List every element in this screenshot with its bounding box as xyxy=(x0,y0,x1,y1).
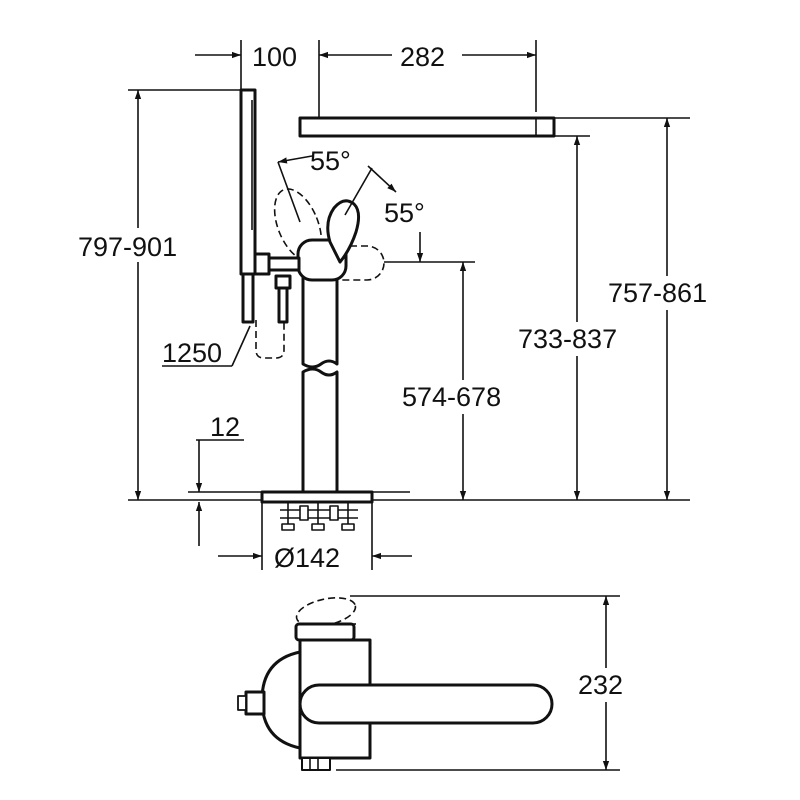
dim-hose-length: 1250 xyxy=(162,325,251,368)
label-hose-length: 1250 xyxy=(162,338,222,368)
dim-angle-lower: 55° xyxy=(344,165,425,228)
label-overall-height: 797-901 xyxy=(78,232,177,262)
dim-spout-top-height: 757-861 xyxy=(554,117,724,500)
label-spout-outlet-height: 733-837 xyxy=(518,324,617,354)
plan-lever xyxy=(294,622,356,642)
label-spout-projection: 282 xyxy=(400,42,445,72)
label-spout-top-height: 757-861 xyxy=(608,278,707,308)
hand-shower xyxy=(239,88,257,276)
plan-hose-nut xyxy=(237,695,247,711)
dim-overall-height: 797-901 xyxy=(76,89,241,500)
dim-base-diameter: Ø142 xyxy=(218,502,412,573)
hose-connector xyxy=(274,274,292,290)
elevation-view xyxy=(128,88,690,531)
dim-spout-projection: 282 xyxy=(318,40,537,118)
label-angle-lower: 55° xyxy=(384,198,425,228)
spout xyxy=(298,116,556,138)
plan-spout xyxy=(298,683,554,725)
plan-view: 232 xyxy=(237,595,638,771)
label-handshower-offset: 100 xyxy=(252,42,297,72)
label-base-thickness: 12 xyxy=(210,412,240,442)
plan-hose-connector xyxy=(244,690,266,716)
dim-base-thickness: 12 xyxy=(195,412,244,546)
plan-base-nut xyxy=(301,757,331,771)
label-lever-height: 574-678 xyxy=(402,382,501,412)
column xyxy=(301,273,339,494)
plan-holder-body xyxy=(260,650,302,750)
hose-ghost xyxy=(255,320,285,359)
dim-spout-outlet-height: 733-837 xyxy=(516,135,636,500)
holder-arm xyxy=(267,256,301,272)
hand-shower-holder xyxy=(253,252,271,276)
dim-angle-upper: 55° xyxy=(277,146,351,223)
dimensions: 100 282 797-901 757-861 xyxy=(76,40,724,573)
hose-grip xyxy=(241,272,255,324)
label-angle-upper: 55° xyxy=(310,146,351,176)
mixer-lever xyxy=(326,199,361,264)
hose-outlet xyxy=(277,286,289,324)
label-plan-depth: 232 xyxy=(578,670,623,700)
dim-plan-depth: 232 xyxy=(336,595,638,771)
dim-handshower-offset: 100 xyxy=(195,40,297,90)
label-base-diameter: Ø142 xyxy=(274,543,340,573)
mounting-bolts xyxy=(280,502,358,531)
dim-lever-height: 574-678 xyxy=(384,232,524,500)
